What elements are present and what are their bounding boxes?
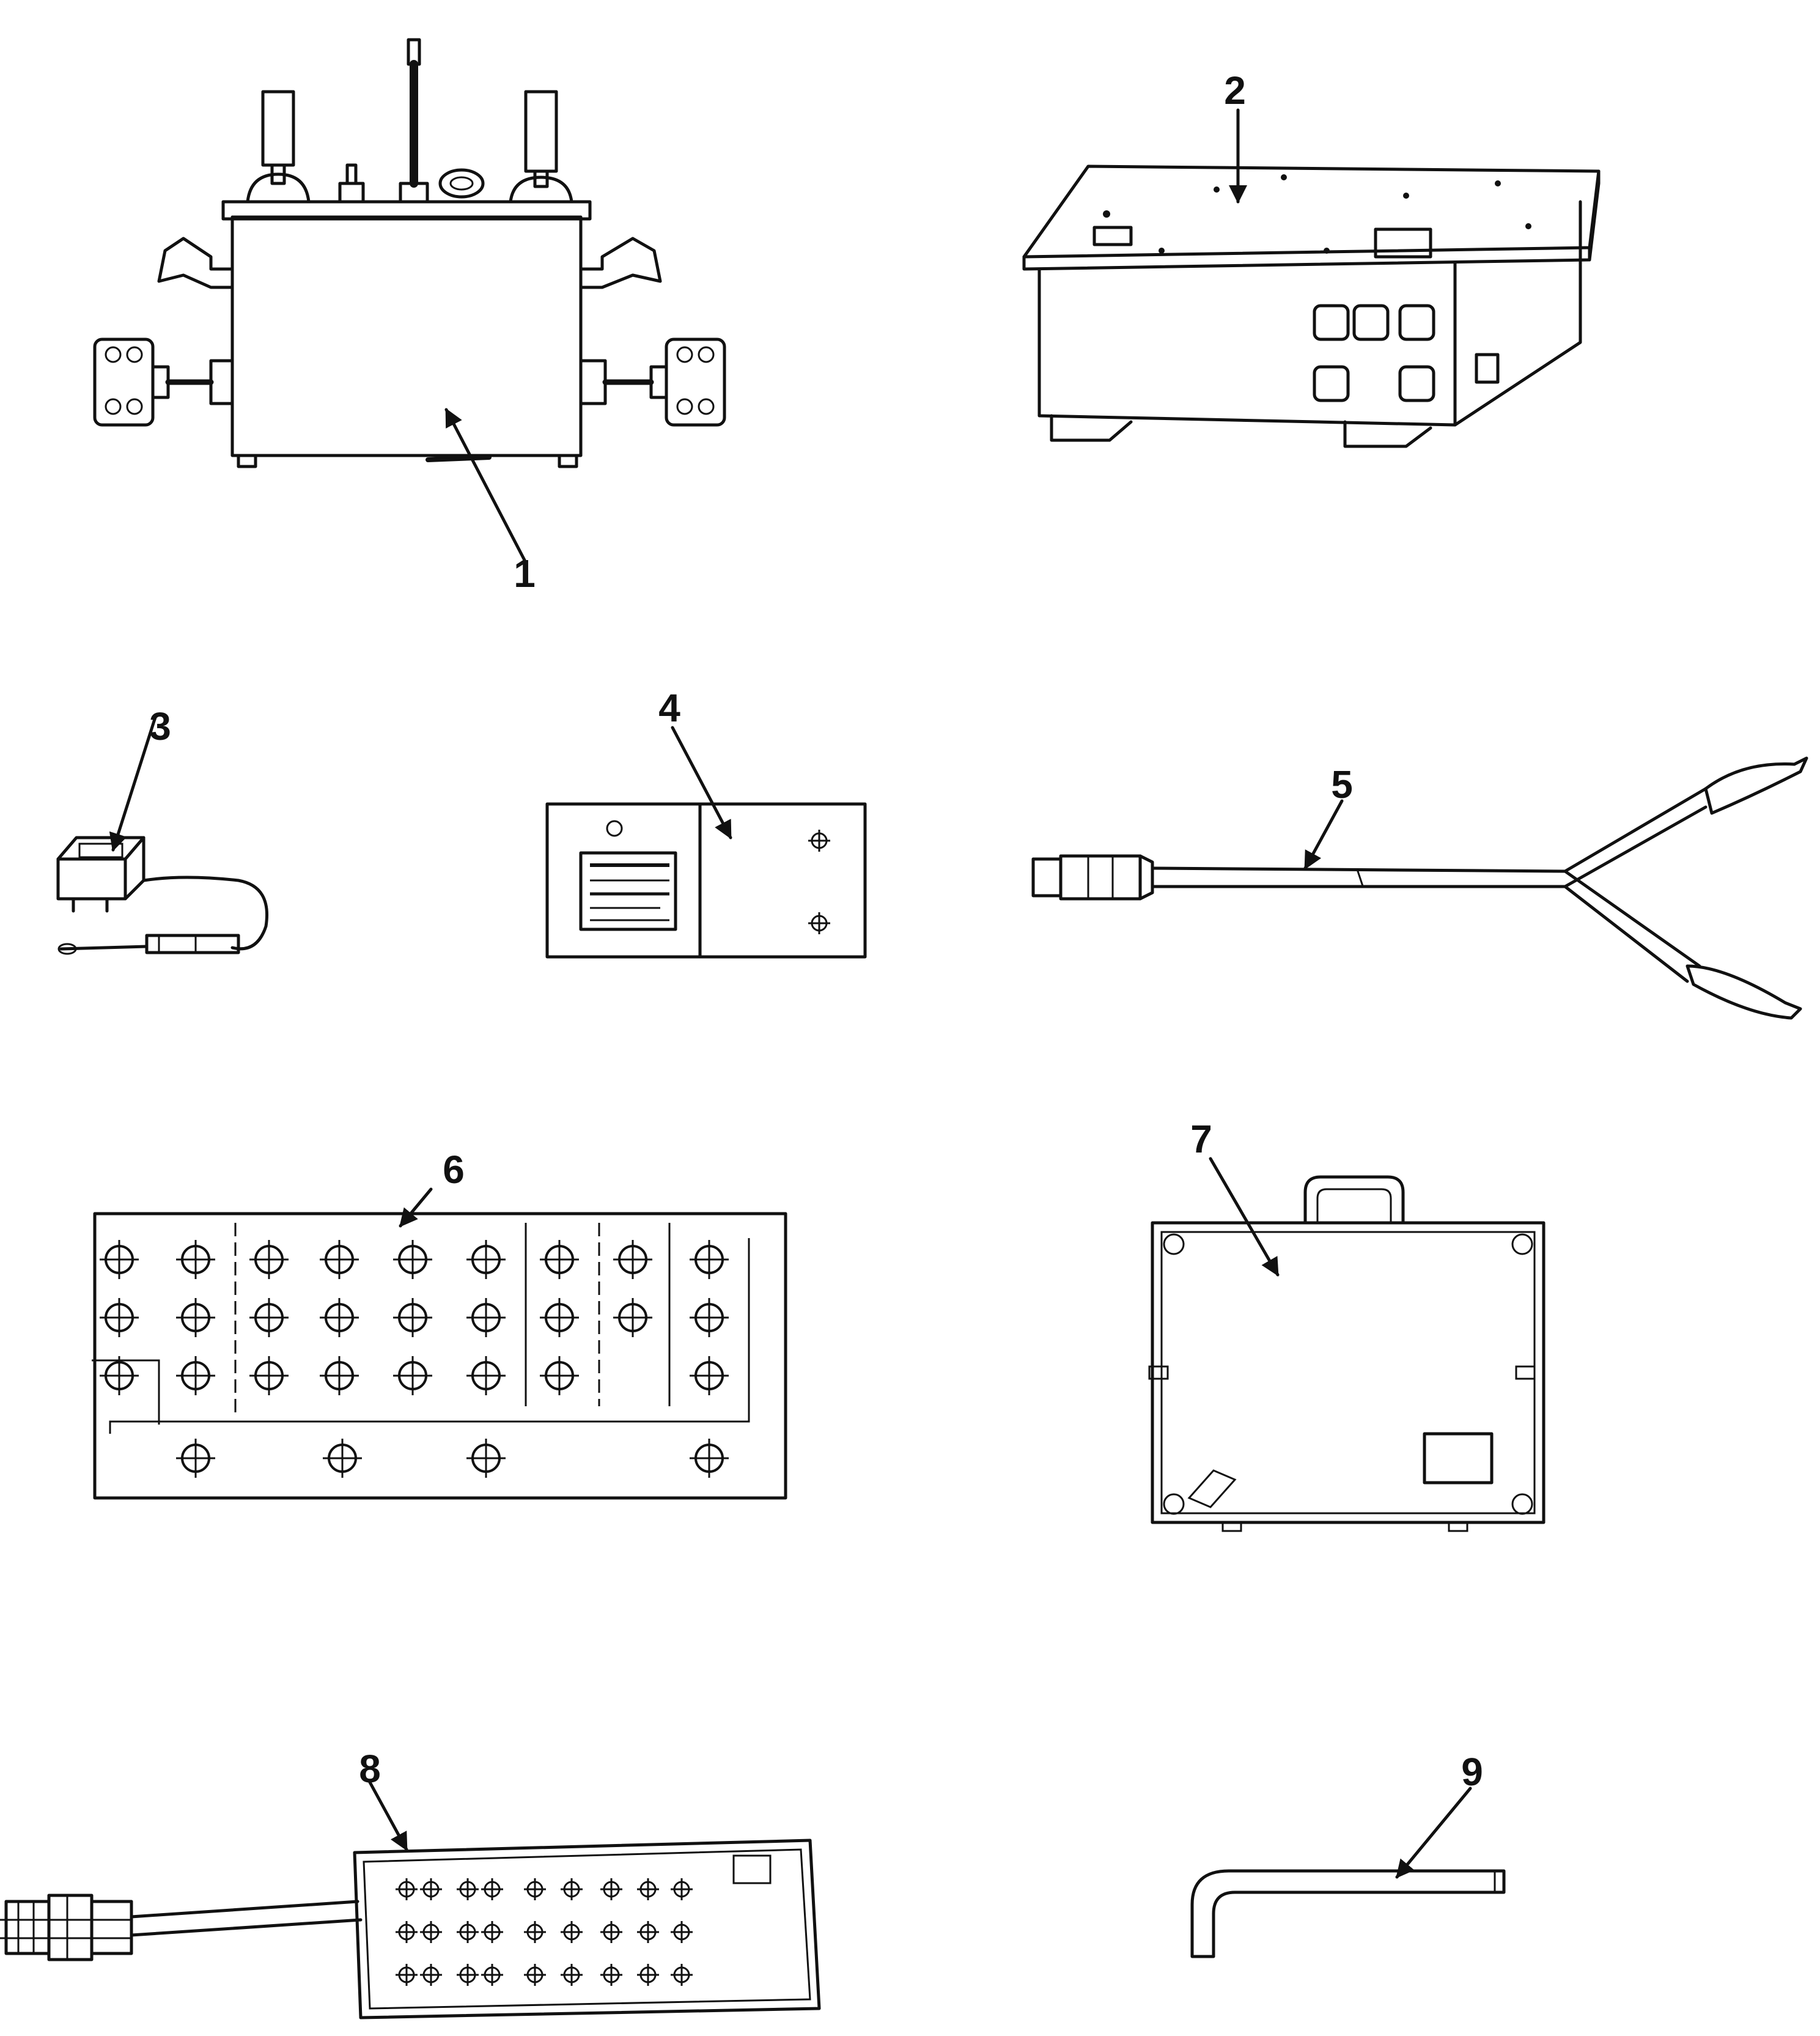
callout-labels: 1 2 3 4 5 6 7 8 9	[149, 68, 1483, 1794]
item-4-data-plate	[545, 726, 867, 959]
callout-3: 3	[149, 704, 171, 748]
callout-1: 1	[514, 551, 536, 596]
callout-4: 4	[658, 686, 680, 730]
callout-6: 6	[443, 1148, 465, 1192]
item-3-transformer	[56, 714, 268, 955]
item-7-carrying-case	[1148, 1157, 1546, 1532]
callout-8: 8	[359, 1747, 381, 1791]
callout-5: 5	[1331, 762, 1353, 806]
item-8-remote-box	[0, 1780, 821, 2019]
item-9-hex-key	[1190, 1787, 1506, 1958]
item-5-test-cable	[1031, 756, 1808, 1020]
item-1-control-unit	[93, 38, 726, 564]
callout-2: 2	[1224, 68, 1246, 112]
item-2-junction-box	[1022, 108, 1601, 448]
item-6-connector-panel	[92, 1187, 787, 1500]
callout-9: 9	[1461, 1750, 1483, 1794]
callout-7: 7	[1190, 1117, 1212, 1161]
